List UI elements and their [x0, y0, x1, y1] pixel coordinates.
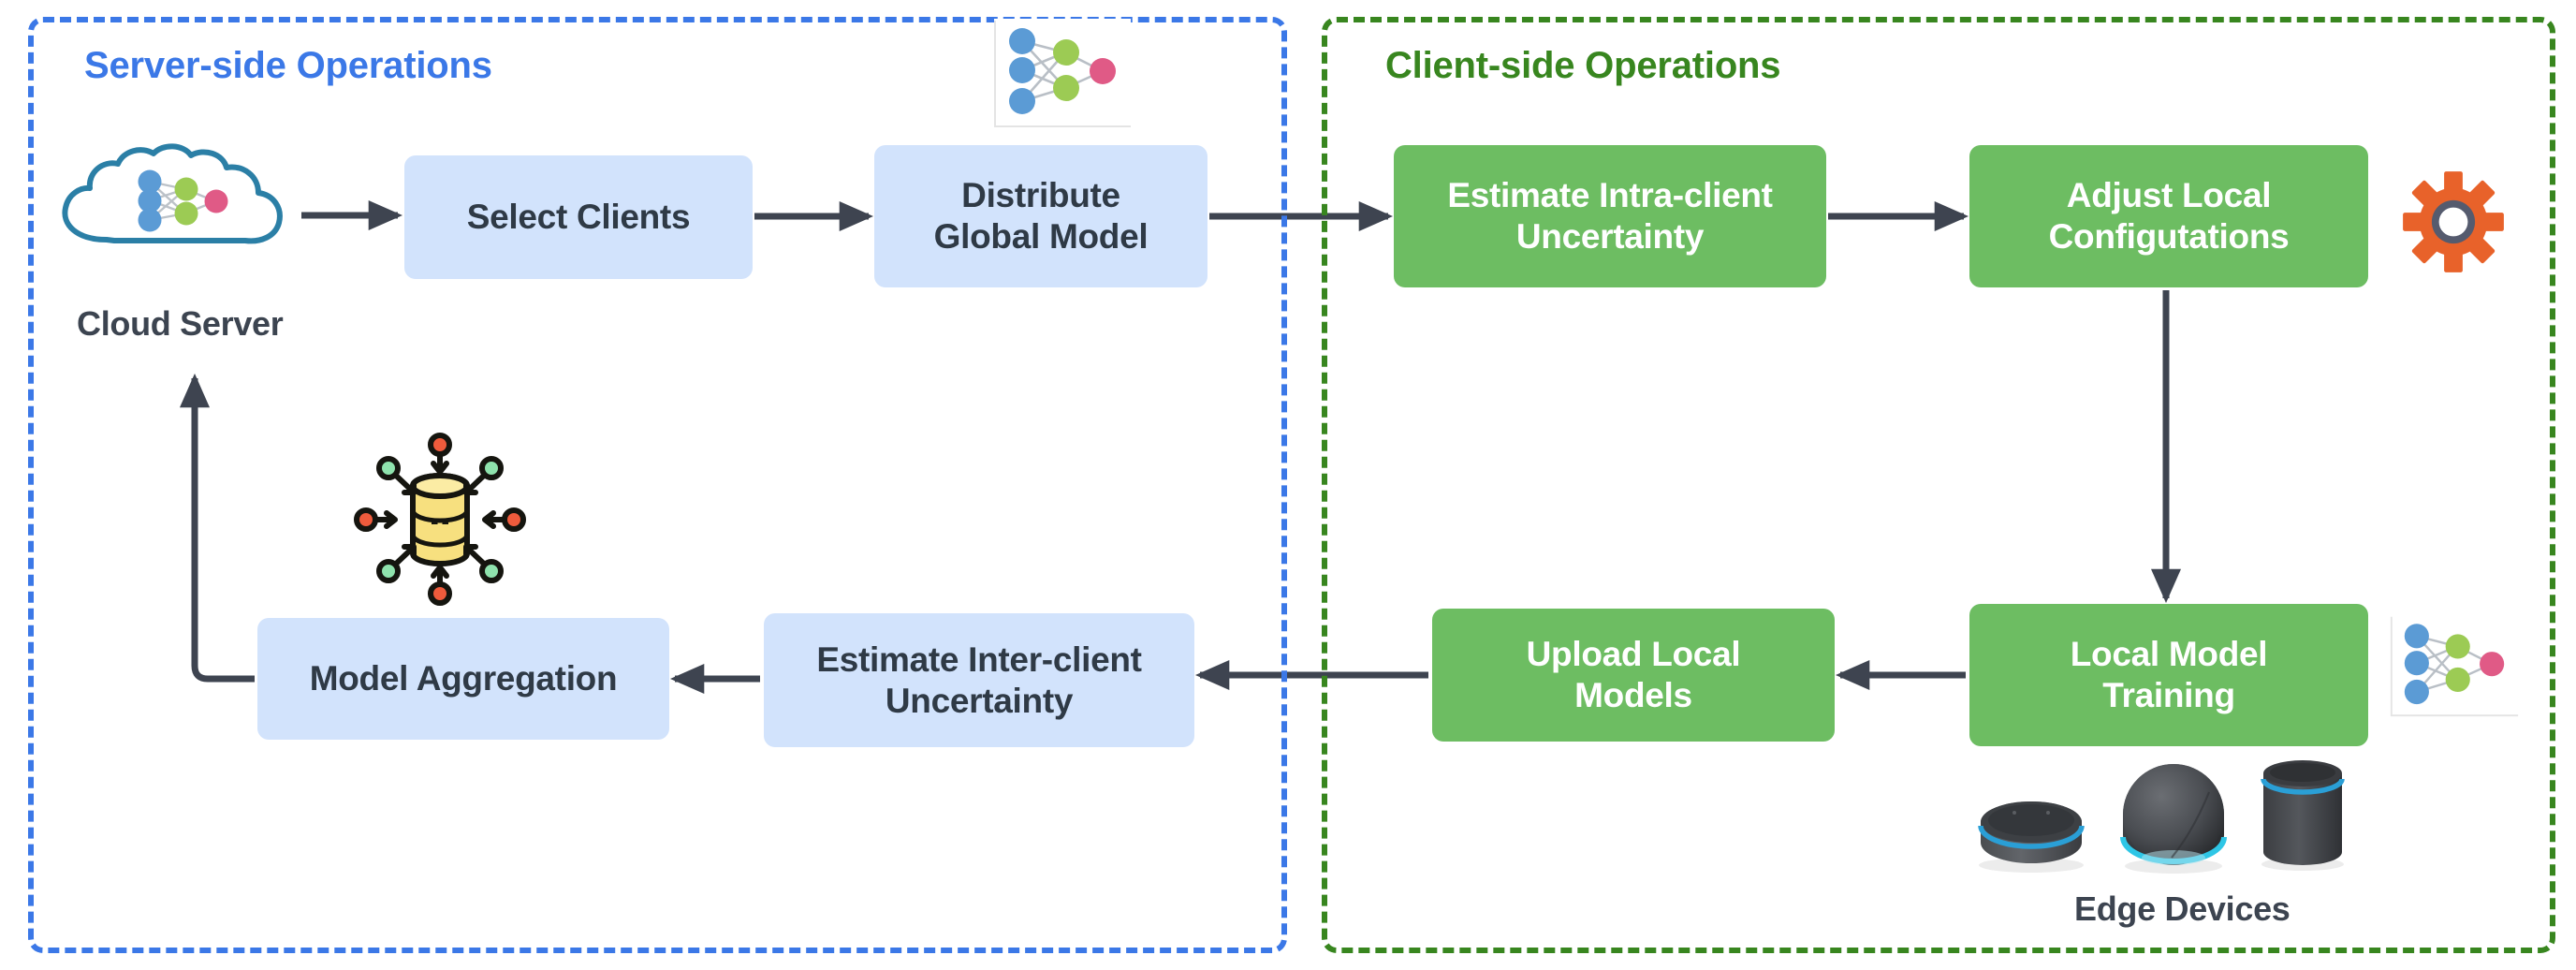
node-local-model-training[interactable]: Local Model Training — [1969, 604, 2368, 746]
caption-edge-devices: Edge Devices — [2074, 889, 2291, 928]
group-server-side — [28, 17, 1287, 953]
node-label-line2: Uncertainty — [885, 681, 1074, 720]
node-label-line2: Models — [1574, 676, 1692, 714]
node-select-clients[interactable]: Select Clients — [404, 155, 753, 279]
node-label-line1: Local Model — [2070, 635, 2268, 674]
node-upload-local-models[interactable]: Upload Local Models — [1432, 609, 1835, 742]
neural-network-icon-local-model — [2389, 610, 2520, 721]
neural-network-icon-global-model — [992, 17, 1133, 129]
node-distribute-global-model[interactable]: Distribute Global Model — [874, 145, 1208, 287]
node-label-line1: Estimate Inter-client — [816, 639, 1142, 679]
group-title-server-side: Server-side Operations — [84, 45, 492, 86]
node-adjust-local-configurations[interactable]: Adjust Local Configutations — [1969, 145, 2368, 287]
node-label-line1: Upload Local — [1526, 635, 1741, 674]
node-label-line2: Training — [2102, 676, 2235, 714]
device-echo-cylinder — [2261, 760, 2345, 871]
node-label: Select Clients — [466, 198, 691, 237]
node-label-line2: Uncertainty — [1515, 217, 1705, 256]
node-estimate-inter-client-uncertainty[interactable]: Estimate Inter-client Uncertainty — [764, 613, 1194, 747]
device-echo-sphere — [2120, 764, 2227, 874]
node-label-line1: Distribute — [961, 176, 1120, 215]
node-model-aggregation[interactable]: Model Aggregation — [257, 618, 669, 740]
cloud-neural-network-icon — [49, 142, 301, 262]
group-client-side — [1322, 17, 2555, 953]
node-estimate-intra-client-uncertainty[interactable]: Estimate Intra-client Uncertainty — [1394, 145, 1826, 287]
device-echo-dot-puck — [1978, 801, 2085, 873]
node-label-line2: Global Model — [933, 217, 1149, 256]
caption-cloud-server: Cloud Server — [77, 304, 284, 343]
gear-icon — [2402, 170, 2505, 273]
node-label-line1: Estimate Intra-client — [1447, 176, 1773, 215]
database-aggregation-icon — [346, 433, 534, 606]
smart-speaker-devices-icon — [1973, 760, 2366, 882]
node-label: Model Aggregation — [309, 659, 618, 698]
node-label-line1: Adjust Local — [2066, 176, 2272, 215]
node-label-line2: Configutations — [2048, 217, 2290, 256]
group-title-client-side: Client-side Operations — [1385, 45, 1781, 86]
